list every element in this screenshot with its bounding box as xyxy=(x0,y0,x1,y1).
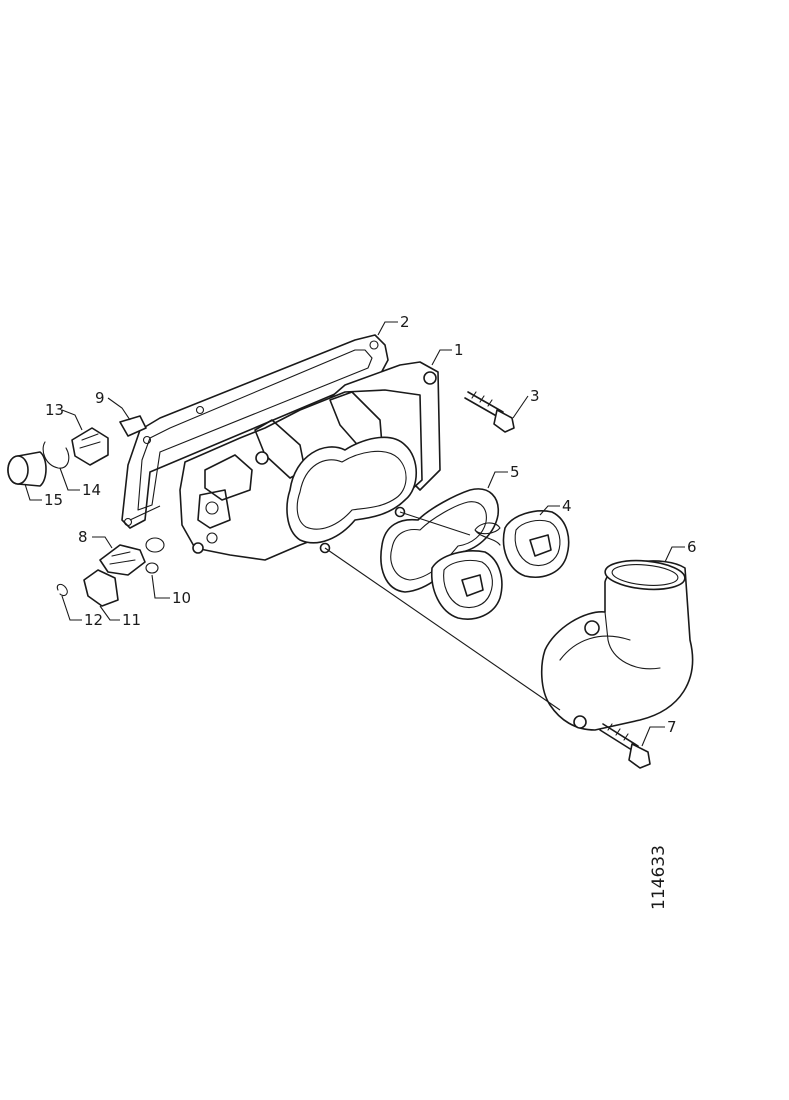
part-15-sleeve xyxy=(7,451,47,487)
callout-15: 15 xyxy=(44,491,63,509)
callout-leaders xyxy=(24,321,685,747)
callout-10: 10 xyxy=(172,589,191,607)
callout-labels: 1 2 3 4 5 6 7 8 9 10 11 12 13 14 15 xyxy=(44,313,697,736)
callout-14: 14 xyxy=(82,481,101,499)
part-9-plug xyxy=(119,415,147,437)
callout-9: 9 xyxy=(95,389,105,407)
part-8-sensor xyxy=(99,544,146,576)
callout-1: 1 xyxy=(454,341,464,359)
part-6-outlet-elbow xyxy=(540,559,694,731)
callout-7: 7 xyxy=(667,718,677,736)
part-5-seals xyxy=(380,488,499,593)
part-13-connector xyxy=(71,427,109,466)
part-7-bolt xyxy=(599,723,651,769)
callout-13: 13 xyxy=(45,401,64,419)
callout-12: 12 xyxy=(84,611,103,629)
part-1-thermostat-housing xyxy=(179,361,441,561)
callout-2: 2 xyxy=(400,313,410,331)
callout-3: 3 xyxy=(530,387,540,405)
part-14-seal xyxy=(42,441,70,469)
callout-8: 8 xyxy=(78,528,88,546)
part-3-bolt xyxy=(464,391,515,433)
assembly-guide-lines xyxy=(129,505,561,711)
part-11-sensor-cap xyxy=(83,569,119,607)
callout-6: 6 xyxy=(687,538,697,556)
figure-reference-number: 114633 xyxy=(649,845,669,910)
part-2-gasket xyxy=(121,334,389,529)
callout-4: 4 xyxy=(562,497,572,515)
callout-5: 5 xyxy=(510,463,520,481)
part-10-seal-ring xyxy=(145,537,165,574)
part-12-clip xyxy=(56,583,68,597)
part-4-thermostats xyxy=(430,510,570,620)
callout-11: 11 xyxy=(122,611,141,629)
